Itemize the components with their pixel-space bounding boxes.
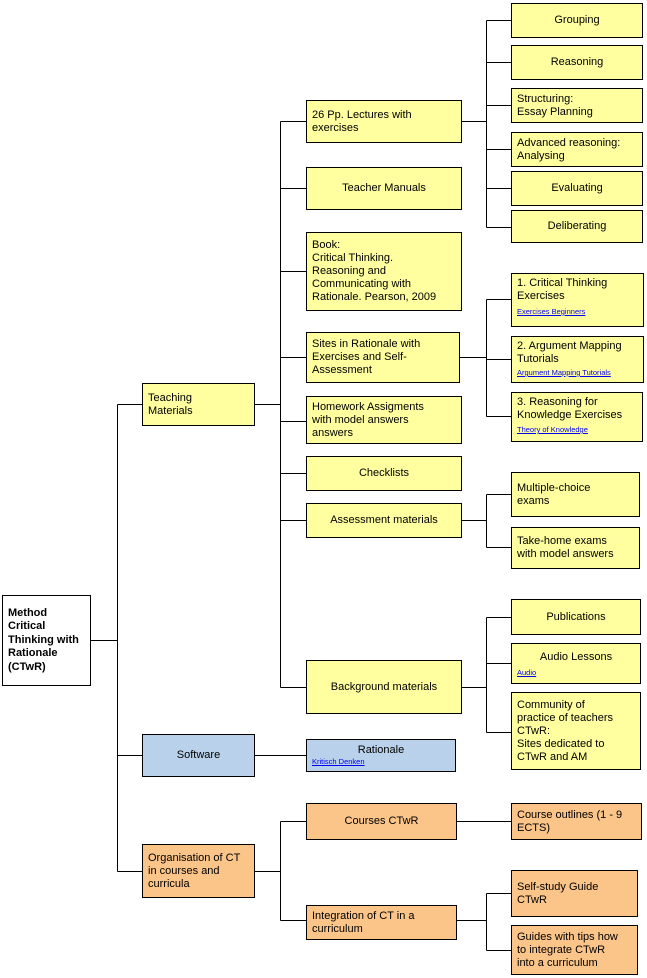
node-deliberating: Deliberating [511,210,643,243]
link-argument-mapping-tutorials[interactable]: Argument Mapping Tutorials [517,368,611,377]
ct-exercises-label: 1. Critical Thinking Exercises [517,277,608,302]
node-rationale: Rationale Kritisch Denken [306,739,456,772]
node-background-materials: Background materials [306,660,462,714]
audio-lessons-label: Audio Lessons [539,650,613,663]
node-argument-mapping: 2. Argument Mapping Tutorials Argument M… [511,336,644,383]
node-book: Book: Critical Thinking. Reasoning and C… [306,232,462,311]
link-exercises-beginners[interactable]: Exercises Beginners [517,307,586,316]
node-advanced-reasoning: Advanced reasoning: Analysing [511,132,643,167]
node-homework: Homework Assigments with model answers a… [306,396,462,444]
node-checklists: Checklists [306,456,462,491]
node-community-practice: Community of practice of teachers CTwR: … [511,692,641,770]
node-teacher-manuals: Teacher Manuals [306,167,462,210]
node-integration: Integration of CT in a curriculum [306,905,457,940]
node-reasoning: Reasoning [511,45,643,80]
node-take-home: Take-home exams with model answers [511,527,640,569]
node-organisation: Organisation of CT in courses and curric… [142,844,255,898]
node-multiple-choice: Multiple-choice exams [511,472,640,517]
node-assessment-materials: Assessment materials [306,503,462,538]
node-grouping: Grouping [511,3,643,38]
link-kritisch-denken[interactable]: Kritisch Denken [312,757,365,766]
node-audio-lessons: Audio Lessons Audio [511,643,641,684]
node-course-outlines: Course outlines (1 - 9 ECTS) [511,803,642,840]
link-theory-of-knowledge[interactable]: Theory of Knowledge [517,425,588,434]
node-reasoning-knowledge: 3. Reasoning for Knowledge Exercises The… [511,392,643,442]
node-teaching-materials: Teaching Materials [142,383,255,426]
node-structuring: Structuring: Essay Planning [511,88,643,123]
node-evaluating: Evaluating [511,171,643,206]
link-audio[interactable]: Audio [517,667,537,677]
reasoning-knowledge-label: 3. Reasoning for Knowledge Exercises [517,396,623,421]
node-publications: Publications [511,599,641,635]
node-integration-guides: Guides with tips how to integrate CTwR i… [511,925,638,975]
node-sites-rationale: Sites in Rationale with Exercises and Se… [306,332,460,383]
node-lectures: 26 Pp. Lectures with exercises [306,100,462,143]
node-courses-ctwr: Courses CTwR [306,803,457,840]
rationale-label: Rationale [357,744,405,756]
node-ct-exercises: 1. Critical Thinking Exercises Exercises… [511,273,644,327]
root-node-method-ctwr: Method Critical Thinking with Rationale … [2,595,91,686]
node-software: Software [142,734,255,777]
node-self-study-guide: Self-study Guide CTwR [511,870,638,917]
argument-mapping-label: 2. Argument Mapping Tutorials [517,340,622,365]
